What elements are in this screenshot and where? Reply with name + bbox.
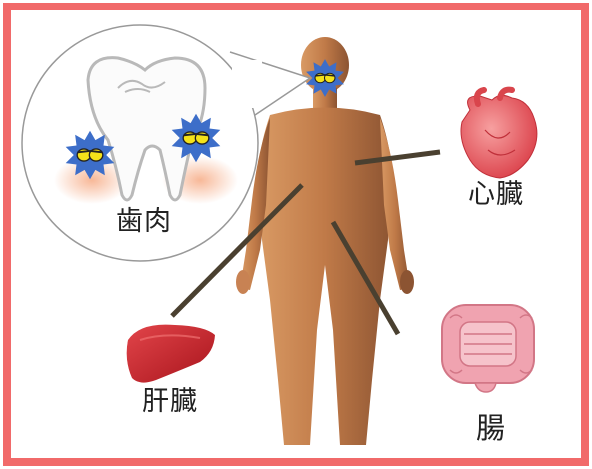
border-frame xyxy=(3,3,589,466)
